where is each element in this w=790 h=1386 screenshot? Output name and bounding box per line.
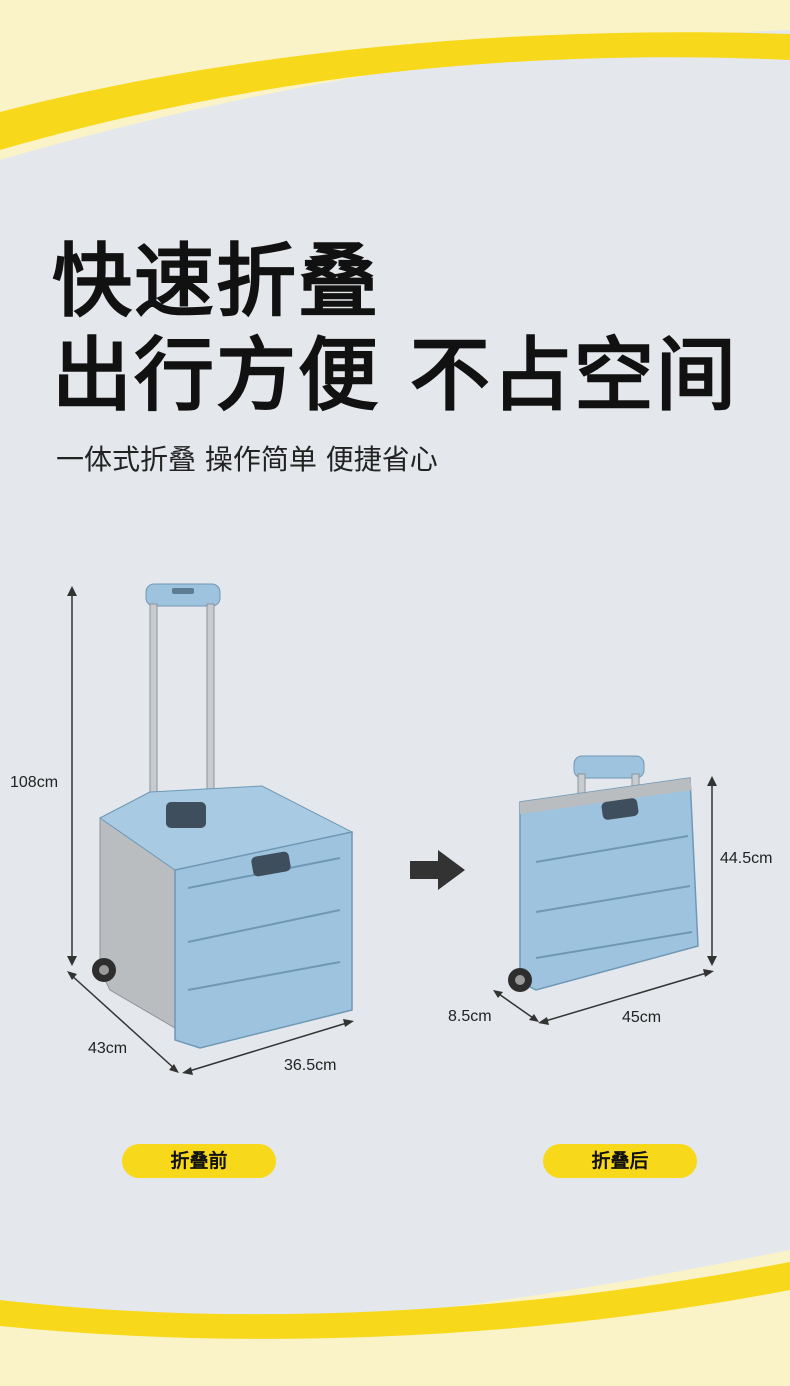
unfolded-width-label: 36.5cm	[284, 1057, 337, 1074]
headline-line-2: 出行方便 不占空间	[52, 329, 738, 422]
bottom-yellow-stripe	[0, 1262, 790, 1339]
top-pale-band	[0, 0, 790, 160]
unfolded-cart-illustration	[67, 583, 354, 1075]
top-yellow-stripe	[0, 32, 790, 150]
before-folding-badge: 折叠前	[122, 1144, 276, 1178]
folded-width-label: 45cm	[622, 1009, 662, 1026]
folded-cart-illustration	[493, 755, 717, 1025]
folded-depth-label: 8.5cm	[448, 1008, 492, 1025]
unfolded-height-label: 108cm	[10, 774, 59, 791]
right-arrow-icon	[410, 850, 465, 890]
subheadline: 一体式折叠 操作简单 便捷省心	[56, 443, 438, 476]
headline-line-1: 快速折叠	[52, 235, 380, 328]
after-folding-badge: 折叠后	[543, 1144, 697, 1178]
unfolded-depth-label: 43cm	[88, 1040, 128, 1057]
folded-height-label: 44.5cm	[720, 850, 773, 867]
